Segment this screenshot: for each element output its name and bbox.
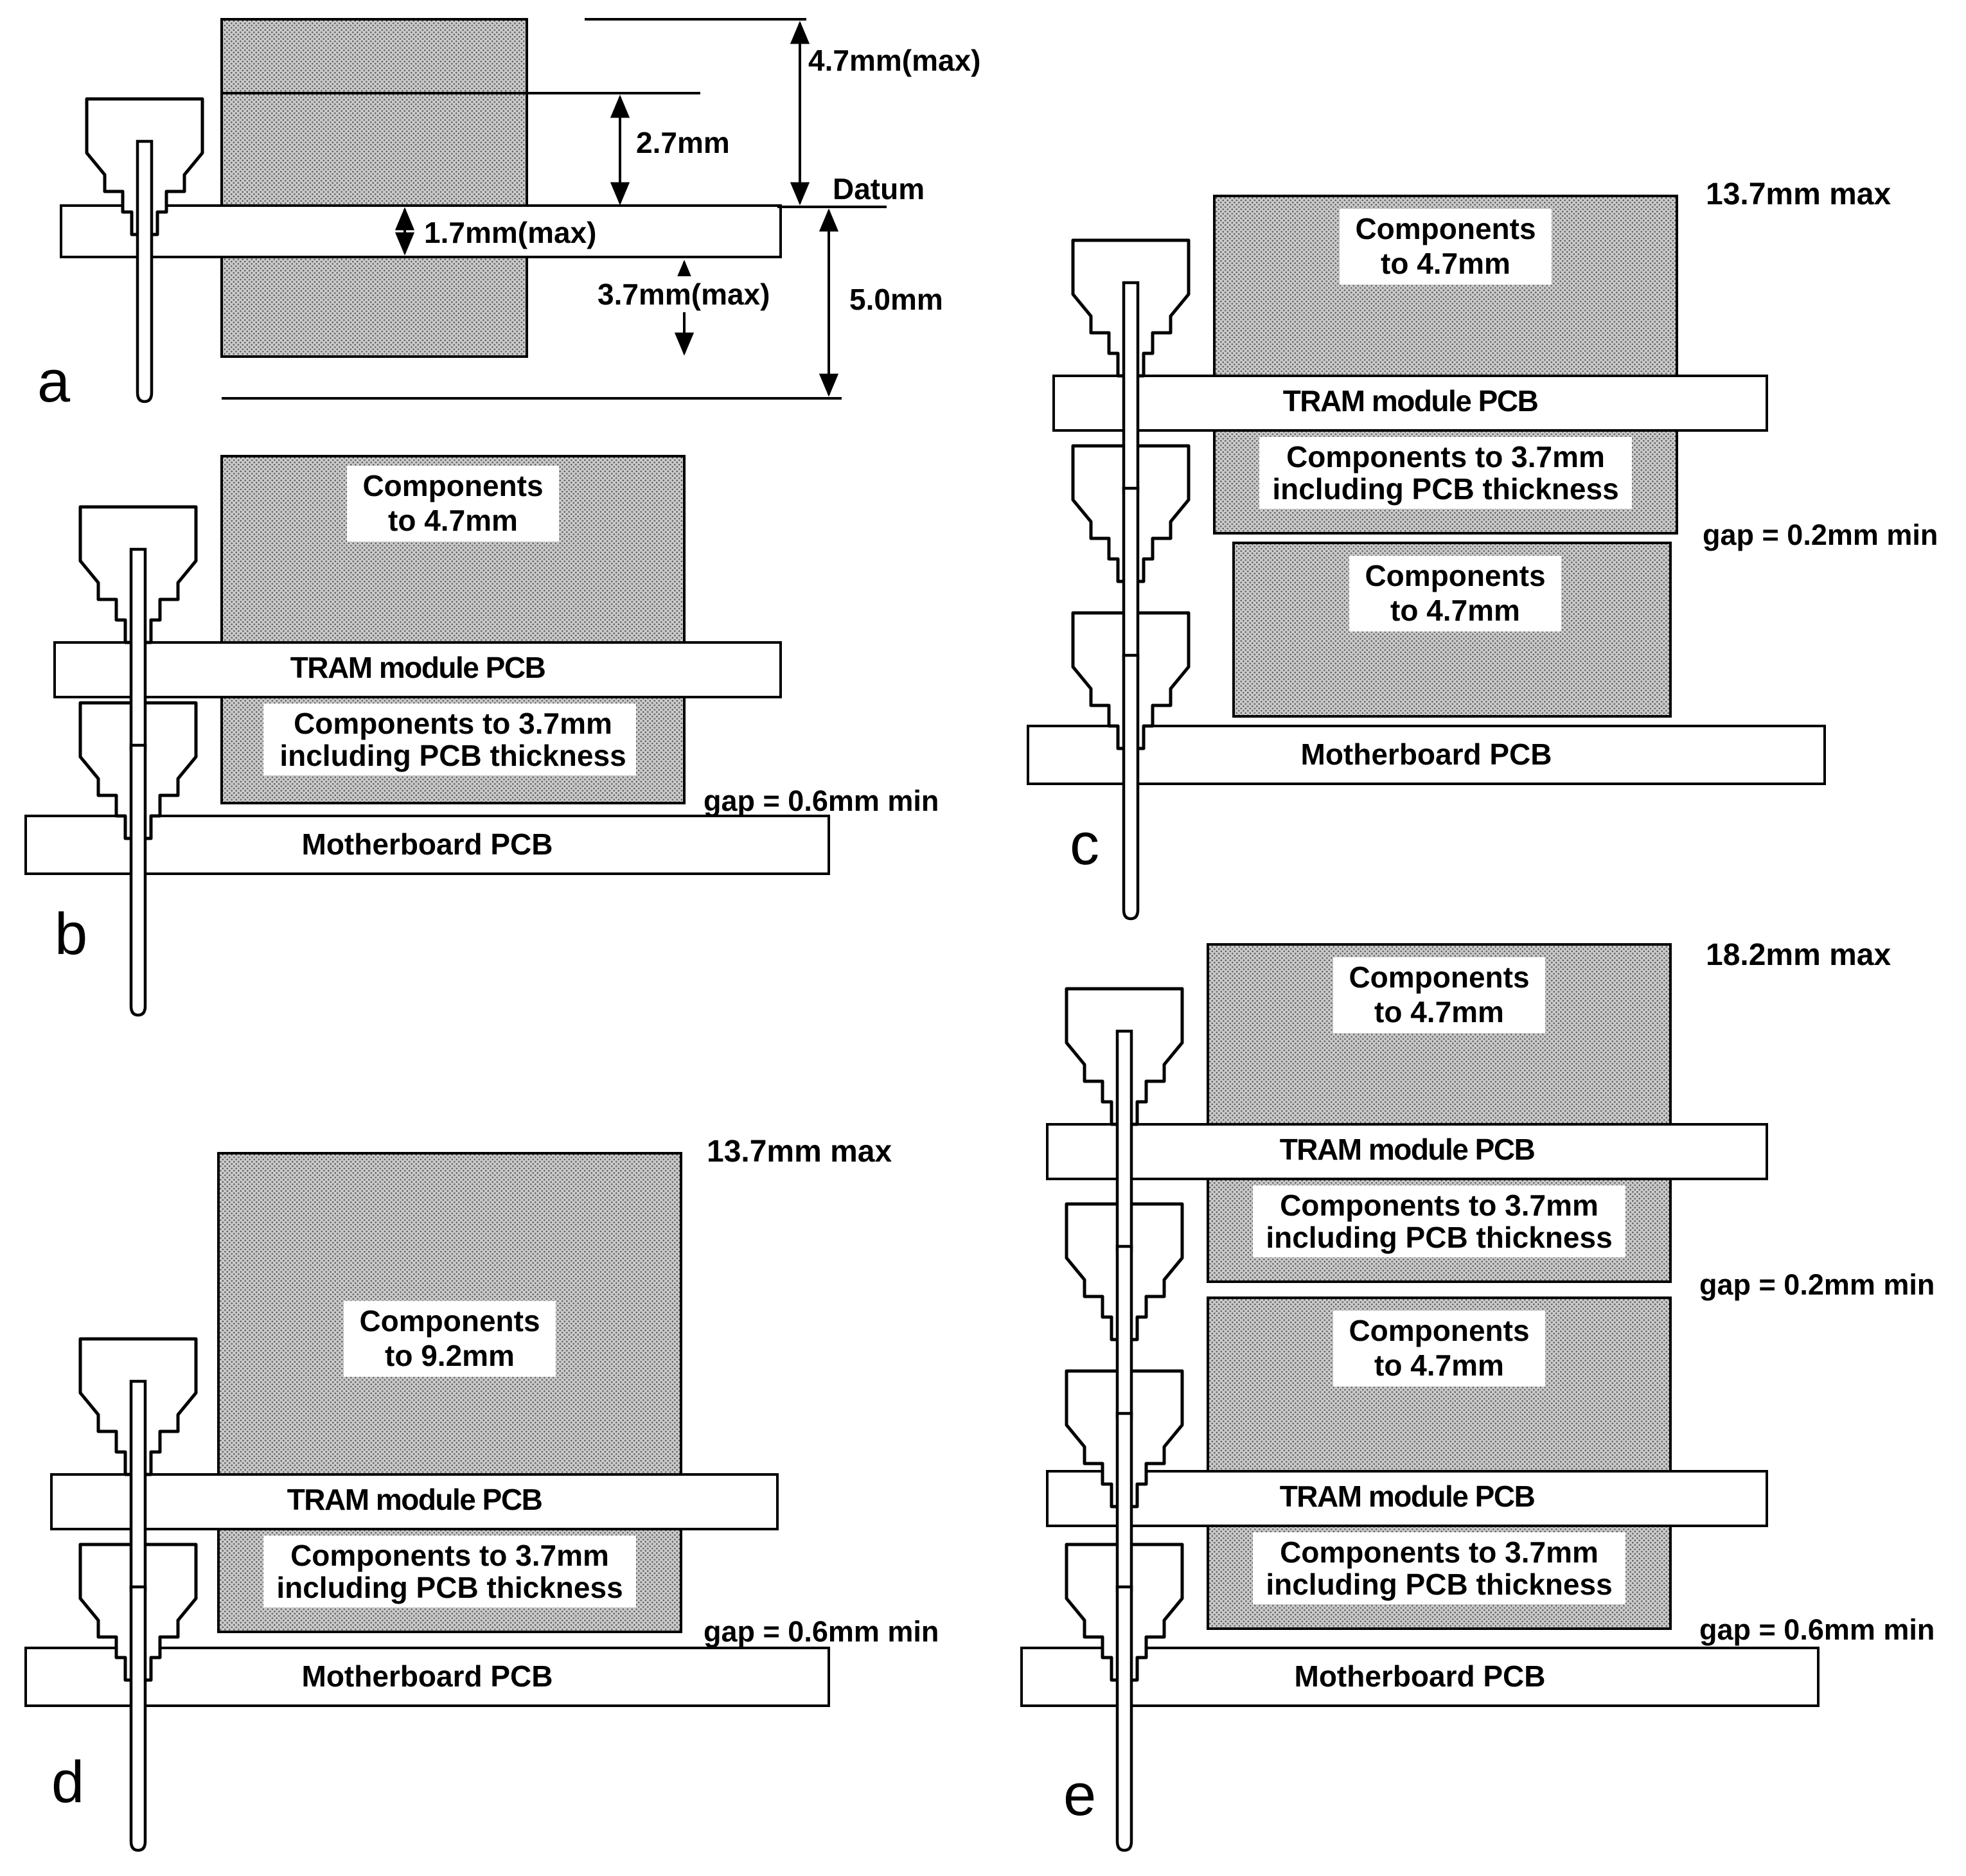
component-label-line2: to 4.7mm: [388, 504, 518, 537]
panel-d: 13.7mm max Components to 9.2mm TRAM modu…: [24, 1135, 939, 1852]
tram-pcb-label-2: TRAM module PCB: [1280, 1480, 1535, 1513]
block-label-backing: [263, 704, 636, 775]
gap-label: gap = 0.6mm min: [704, 784, 939, 817]
tram-pcb-label-1: TRAM module PCB: [1280, 1133, 1535, 1166]
panel-e: 18.2mm max Components to 4.7mm TRAM modu…: [1020, 938, 1935, 1852]
connector-pin: [1115, 1411, 1133, 1602]
panel-b: Components to 4.7mm TRAM module PCB Comp…: [24, 455, 939, 1017]
block-label-backing: [1253, 1185, 1625, 1257]
dim-label-37max: 3.7mm(max): [598, 278, 770, 311]
block-label-backing: [1333, 1311, 1545, 1386]
component-label-line2: including PCB thickness: [1266, 1568, 1612, 1601]
panel-letter-e: e: [1063, 1762, 1096, 1828]
connector-pin: [1122, 281, 1140, 503]
connector-pin: [129, 547, 147, 760]
connector-pin: [129, 743, 147, 1017]
component-label-line1: Components: [1365, 559, 1545, 592]
component-block-above: [220, 18, 528, 207]
connector-pin: [136, 139, 154, 403]
tram-pcb-bar: [60, 204, 782, 258]
dim-label-27: 2.7mm: [636, 126, 730, 159]
block-label-backing: [1259, 437, 1632, 509]
component-label-line1: Components to 3.7mm: [1280, 1189, 1598, 1222]
component-label-line1: Components to 3.7mm: [1280, 1535, 1598, 1569]
component-label-line2: including PCB thickness: [276, 1571, 623, 1604]
block-label-backing: [1340, 209, 1552, 285]
motherboard-pcb-bar: [1020, 1647, 1820, 1707]
component-label-line1: Components: [362, 469, 543, 502]
tram-pcb-bar-2: [1046, 1470, 1768, 1527]
component-label-line1: Components: [1349, 1314, 1529, 1347]
connector-pin: [1122, 653, 1140, 921]
motherboard-label: Motherboard PCB: [302, 827, 553, 861]
component-label-line1: Components: [1355, 212, 1536, 245]
connector-pin: [129, 1585, 147, 1852]
gap-label: gap = 0.6mm min: [704, 1615, 939, 1648]
component-label-line1: Components to 3.7mm: [1286, 440, 1605, 473]
max-height-label: 13.7mm max: [707, 1135, 892, 1169]
panel-letter-d: d: [51, 1749, 84, 1815]
max-height-label: 13.7mm max: [1706, 177, 1891, 211]
gap-label: gap = 0.2mm min: [1703, 518, 1938, 551]
panel-letter-b: b: [55, 901, 87, 967]
panel-letter-c: c: [1070, 811, 1099, 877]
block-label-backing: [344, 1301, 556, 1377]
connector-pin: [129, 1379, 147, 1602]
panel-a: 4.7mm(max) 2.7mm Datum 1.7mm(max) 3.7mm(…: [37, 18, 980, 414]
component-label-line1: Components: [1349, 960, 1529, 994]
component-label-line2: to 4.7mm: [1374, 995, 1504, 1029]
component-label-line2: to 4.7mm: [1381, 247, 1510, 280]
block-label-backing: [1349, 556, 1561, 632]
component-label-line2: including PCB thickness: [1272, 472, 1618, 506]
motherboard-label: Motherboard PCB: [1301, 738, 1552, 771]
component-label-line1: Components: [359, 1304, 540, 1338]
connector-pin: [1115, 1029, 1133, 1261]
gap-label-1: gap = 0.2mm min: [1699, 1268, 1935, 1301]
tram-pcb-label: TRAM module PCB: [290, 651, 545, 684]
dim-label-47max: 4.7mm(max): [808, 44, 980, 77]
max-height-label: 18.2mm max: [1706, 938, 1891, 972]
panel-letter-a: a: [37, 349, 71, 414]
block-label-backing: [1253, 1532, 1625, 1604]
component-label-line2: to 4.7mm: [1390, 594, 1520, 627]
tram-pcb-bar: [1052, 375, 1768, 432]
component-label-line1: Components to 3.7mm: [290, 1539, 609, 1572]
tram-pcb-bar: [50, 1473, 779, 1530]
panel-c: 13.7mm max Components to 4.7mm TRAM modu…: [1027, 177, 1938, 921]
motherboard-label: Motherboard PCB: [302, 1659, 553, 1693]
tram-pcb-bar-1: [1046, 1123, 1768, 1180]
motherboard-pcb-bar: [1027, 725, 1826, 785]
datum-label: Datum: [833, 172, 925, 206]
component-label-line1: Components to 3.7mm: [294, 707, 612, 740]
component-label-line2: to 9.2mm: [385, 1339, 515, 1372]
component-label-line2: including PCB thickness: [1266, 1221, 1612, 1254]
dim-label-17max: 1.7mm(max): [424, 216, 596, 249]
connector-pin: [1115, 1244, 1133, 1428]
tram-pcb-label: TRAM module PCB: [287, 1483, 542, 1516]
connector-pin: [1115, 1585, 1133, 1852]
gap-label-2: gap = 0.6mm min: [1699, 1613, 1935, 1646]
motherboard-label: Motherboard PCB: [1295, 1659, 1546, 1693]
motherboard-pcb-bar: [24, 815, 830, 875]
dim-label-backing: [590, 276, 792, 312]
connector-pin: [1122, 486, 1140, 670]
component-block-below: [220, 256, 528, 358]
component-label-line2: including PCB thickness: [279, 739, 626, 772]
block-label-backing: [347, 466, 559, 542]
tram-pcb-label: TRAM module PCB: [1283, 384, 1538, 418]
dim-label-50: 5.0mm: [849, 283, 943, 316]
block-label-backing: [263, 1535, 636, 1607]
component-label-line2: to 4.7mm: [1374, 1349, 1504, 1382]
block-label-backing: [1333, 957, 1545, 1033]
tram-pcb-bar: [53, 641, 782, 698]
